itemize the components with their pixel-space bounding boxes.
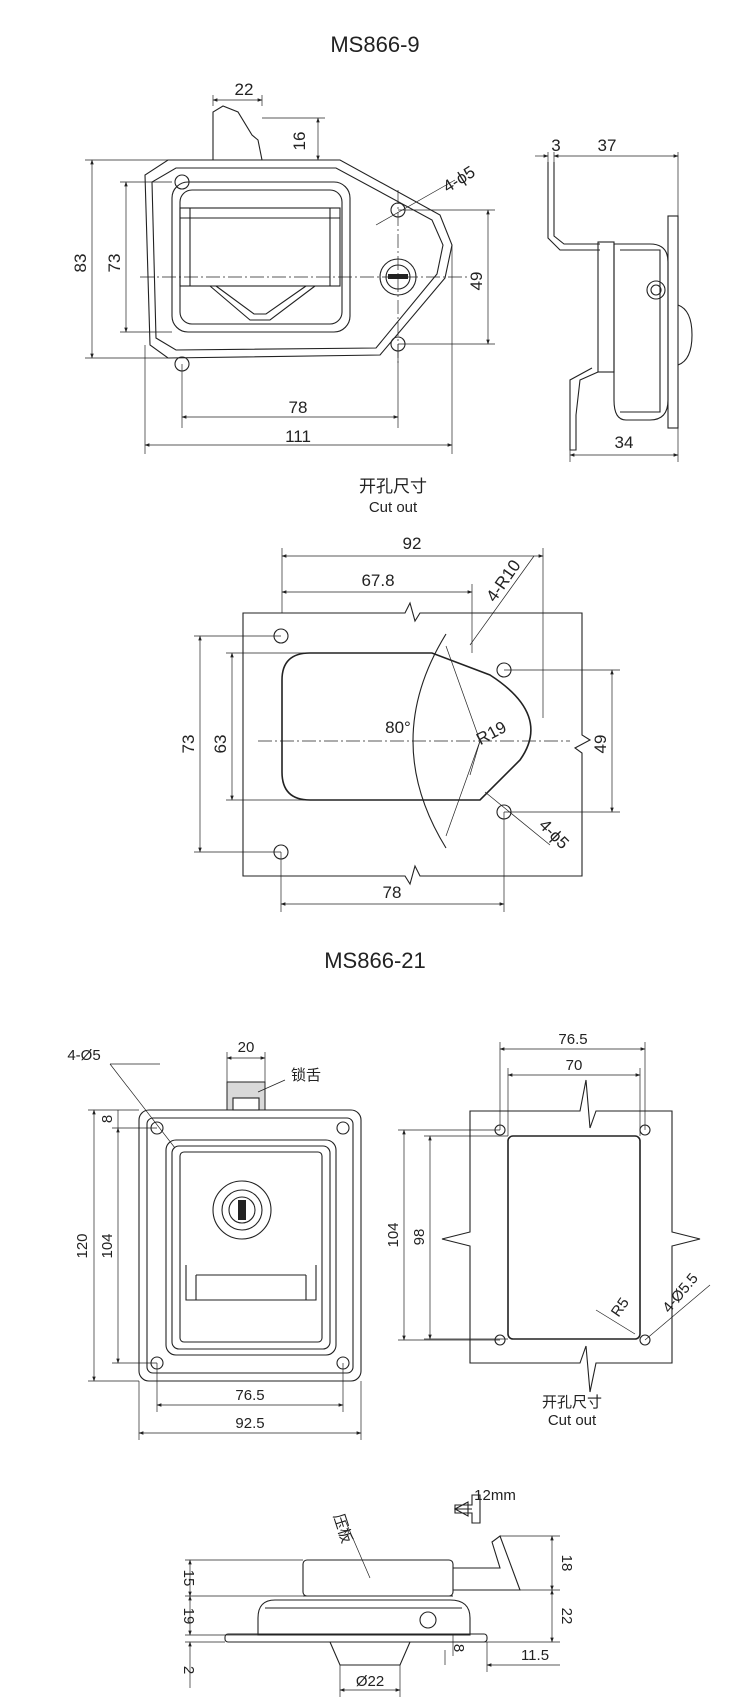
ms866-9-front-view [85, 95, 495, 454]
d2-front-tongue-label: 锁舌 [291, 1067, 321, 1084]
d2-front-dim-92-5: 92.5 [235, 1415, 264, 1432]
d2-side-dim-8: 8 [450, 1644, 467, 1652]
d1-cutout-dim-49: 49 [591, 735, 610, 754]
d2-side-plate-label: 压板 [330, 1511, 356, 1545]
d1-front-dim-78: 78 [289, 398, 308, 417]
d1-cutout-dim-78: 78 [383, 883, 402, 902]
d2-side-dim-dia22: Ø22 [356, 1673, 384, 1690]
drawing2-title: MS866-21 [324, 948, 426, 973]
d2-cutout-dim-70: 70 [566, 1057, 583, 1074]
d2-cutout-dim-104: 104 [385, 1222, 402, 1247]
ms866-9-side-view [535, 152, 693, 462]
d1-cutout-angle-80: 80° [385, 718, 411, 737]
d1-cutout-dim-73: 73 [179, 735, 198, 754]
ms866-9-cutout-view [194, 548, 620, 912]
d2-side-dim-15: 15 [180, 1570, 197, 1587]
d1-front-dim-16: 16 [290, 132, 309, 151]
d1-cutout-dim-92: 92 [403, 534, 422, 553]
d1-front-dim-holes: 4-ϕ5 [440, 162, 479, 196]
ms866-21-cutout-view [398, 1042, 711, 1393]
d2-front-dim-120: 120 [74, 1233, 91, 1258]
d2-cutout-dim-98: 98 [411, 1229, 428, 1246]
d1-cutout-dim-holes: 4-ϕ5 [535, 815, 573, 853]
d2-front-dim-8: 8 [99, 1115, 116, 1123]
ms866-21-front-view [88, 1052, 362, 1440]
d1-cutout-label-en: Cut out [369, 499, 418, 516]
d2-front-dim-holes: 4-Ø5 [67, 1047, 100, 1064]
d1-cutout-dim-67-8: 67.8 [361, 571, 394, 590]
d2-side-dim-12mm: 12mm [474, 1487, 516, 1504]
d2-cutout-dim-holes: 4-Ø5.5 [659, 1270, 702, 1316]
d2-front-dim-76-5: 76.5 [235, 1387, 264, 1404]
d1-front-dim-111: 111 [285, 427, 311, 446]
ms866-21-side-view [185, 1494, 560, 1697]
d1-cutout-dim-r19: R19 [473, 717, 509, 748]
d2-side-dim-2: 2 [180, 1666, 197, 1674]
d1-front-dim-83: 83 [71, 254, 90, 273]
drawing1-title: MS866-9 [330, 32, 419, 57]
d2-cutout-label-en: Cut out [548, 1412, 597, 1429]
d2-side-dim-18: 18 [558, 1555, 575, 1572]
d2-front-dim-104: 104 [99, 1233, 116, 1258]
d1-side-dim-3: 3 [551, 136, 560, 155]
d1-cutout-dim-63: 63 [211, 735, 230, 754]
d1-front-dim-22: 22 [235, 80, 254, 99]
d2-side-dim-19: 19 [180, 1608, 197, 1625]
d2-cutout-dim-76-5: 76.5 [558, 1031, 587, 1048]
d2-front-dim-20: 20 [238, 1039, 255, 1056]
d1-side-dim-34: 34 [615, 433, 634, 452]
d2-side-dim-11-5: 11.5 [521, 1647, 549, 1664]
d2-cutout-label-cn: 开孔尺寸 [542, 1394, 602, 1411]
d1-front-dim-73: 73 [105, 254, 124, 273]
d1-cutout-label-cn: 开孔尺寸 [359, 477, 427, 496]
d2-side-dim-22: 22 [558, 1608, 575, 1625]
d2-cutout-dim-r5: R5 [608, 1295, 633, 1320]
d1-side-dim-37: 37 [598, 136, 617, 155]
d1-front-dim-49: 49 [467, 272, 486, 291]
